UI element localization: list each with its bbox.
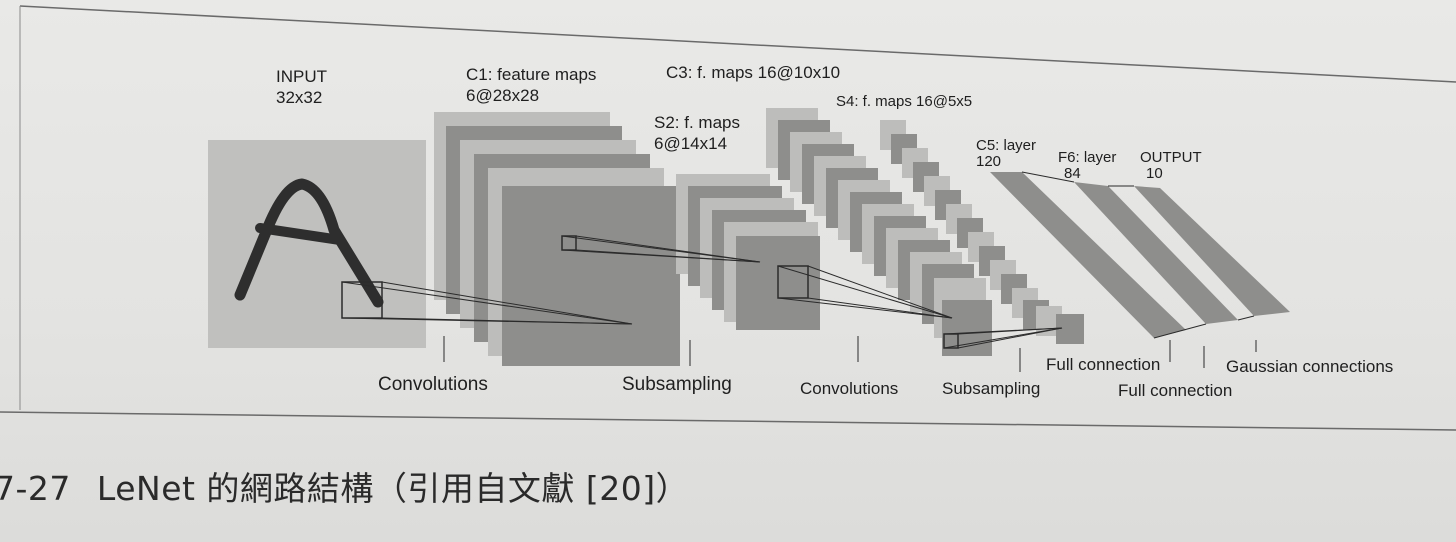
- s4-label: S4: f. maps 16@5x5: [836, 93, 972, 110]
- projection-line: [807, 265, 953, 319]
- projection-line: [381, 317, 633, 325]
- subsampling-2-label: Subsampling: [942, 379, 1040, 398]
- projection-line: [957, 327, 1063, 335]
- input-image: [208, 140, 426, 348]
- f6-layer-band: [1074, 182, 1238, 324]
- projection-line: [381, 281, 633, 325]
- c1-size-label: 6@28x28: [466, 86, 539, 105]
- full-connection-1-label: Full connection: [1046, 355, 1160, 374]
- c1-label: C1: feature maps: [466, 65, 596, 84]
- convolutions-2-label: Convolutions: [800, 379, 898, 398]
- s4-feature-maps: [880, 120, 1084, 344]
- c3-label: C3: f. maps 16@10x10: [666, 63, 840, 82]
- gaussian-connections-label: Gaussian connections: [1226, 357, 1393, 376]
- projection-line: [807, 297, 953, 319]
- full-connection-2-label: Full connection: [1118, 381, 1232, 400]
- subsampling-1-label: Subsampling: [622, 374, 732, 395]
- output-label: OUTPUT: [1140, 149, 1202, 166]
- s2-feature-maps: [676, 174, 820, 330]
- figure-caption-text: LeNet 的網路結構（引用自文獻 [20]）: [96, 469, 690, 508]
- f6-label: F6: layer: [1058, 149, 1116, 166]
- letter-a-glyph: [234, 178, 384, 308]
- input-size-label: 32x32: [276, 88, 322, 107]
- convolutions-1-label: Convolutions: [378, 374, 488, 395]
- input-layer: [208, 140, 426, 348]
- s2-size-label: 6@14x14: [654, 134, 727, 153]
- c5-label: C5: layer: [976, 137, 1036, 154]
- c5-layer-band: [990, 172, 1186, 338]
- figure-caption: 7-27 LeNet 的網路結構（引用自文獻 [20]）: [0, 462, 689, 510]
- full-connection-line: [1153, 323, 1207, 339]
- output-size-label: 10: [1146, 165, 1163, 182]
- c1-feature-maps: [434, 112, 680, 366]
- projection-line: [575, 249, 761, 263]
- s2-label: S2: f. maps: [654, 113, 740, 132]
- input-label: INPUT: [276, 67, 327, 86]
- s4-map: [1056, 314, 1084, 344]
- c5-size-label: 120: [976, 153, 1001, 170]
- c1-map: [502, 186, 680, 366]
- projection-line: [341, 281, 633, 325]
- projection-line: [957, 327, 1063, 349]
- full-connection-line: [1021, 171, 1075, 183]
- frame-bottom-line: [0, 411, 1456, 431]
- f6-size-label: 84: [1064, 165, 1081, 182]
- projection-line: [777, 265, 953, 319]
- s2-receptive-field: [777, 265, 809, 299]
- frame-top-line: [19, 5, 1456, 83]
- projection-line: [777, 297, 953, 319]
- projection-line: [575, 235, 761, 263]
- full-connection-line: [1237, 315, 1255, 321]
- output-layer-band: [1134, 186, 1290, 316]
- figure-number: 7-27: [0, 469, 71, 508]
- letter-a-crossbar: [255, 223, 345, 245]
